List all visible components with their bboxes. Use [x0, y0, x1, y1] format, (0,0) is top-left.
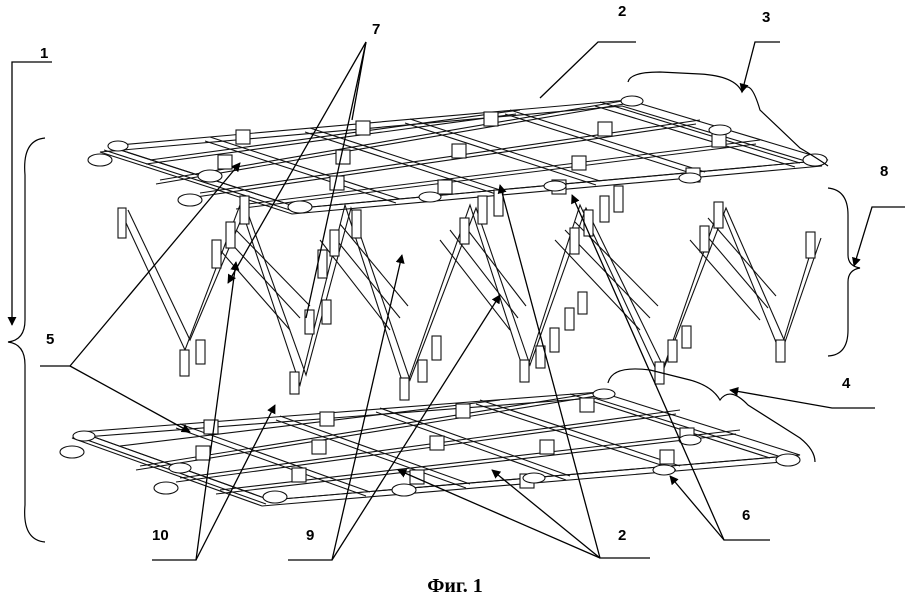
- figure-caption: Фиг. 1: [427, 575, 483, 597]
- label-10: 10: [152, 527, 169, 544]
- label-2-bottom: 2: [618, 527, 626, 544]
- brace-4: [607, 368, 816, 463]
- label-9: 9: [306, 527, 314, 544]
- label-5: 5: [46, 331, 54, 348]
- leader-lines: [7, 41, 905, 561]
- truss-posts: [117, 185, 816, 401]
- upper-lattice-panel: [87, 95, 829, 215]
- brace-8: [827, 187, 861, 357]
- label-8: 8: [880, 163, 888, 180]
- lower-hubs: [195, 397, 695, 489]
- upper-hubs: [217, 111, 727, 195]
- brace-1: [7, 137, 46, 543]
- label-4: 4: [842, 375, 851, 392]
- label-2-top: 2: [618, 3, 626, 20]
- reference-numerals: 1 2 3 7 8 5 4 10 9 2 6: [40, 3, 888, 544]
- braces: [7, 71, 861, 543]
- label-1: 1: [40, 45, 48, 62]
- label-6: 6: [742, 507, 750, 524]
- brace-3: [627, 71, 829, 167]
- label-3: 3: [762, 9, 770, 26]
- middle-zigzag-truss: [117, 185, 822, 401]
- lower-lattice-panel: [59, 388, 801, 507]
- label-7: 7: [372, 21, 380, 38]
